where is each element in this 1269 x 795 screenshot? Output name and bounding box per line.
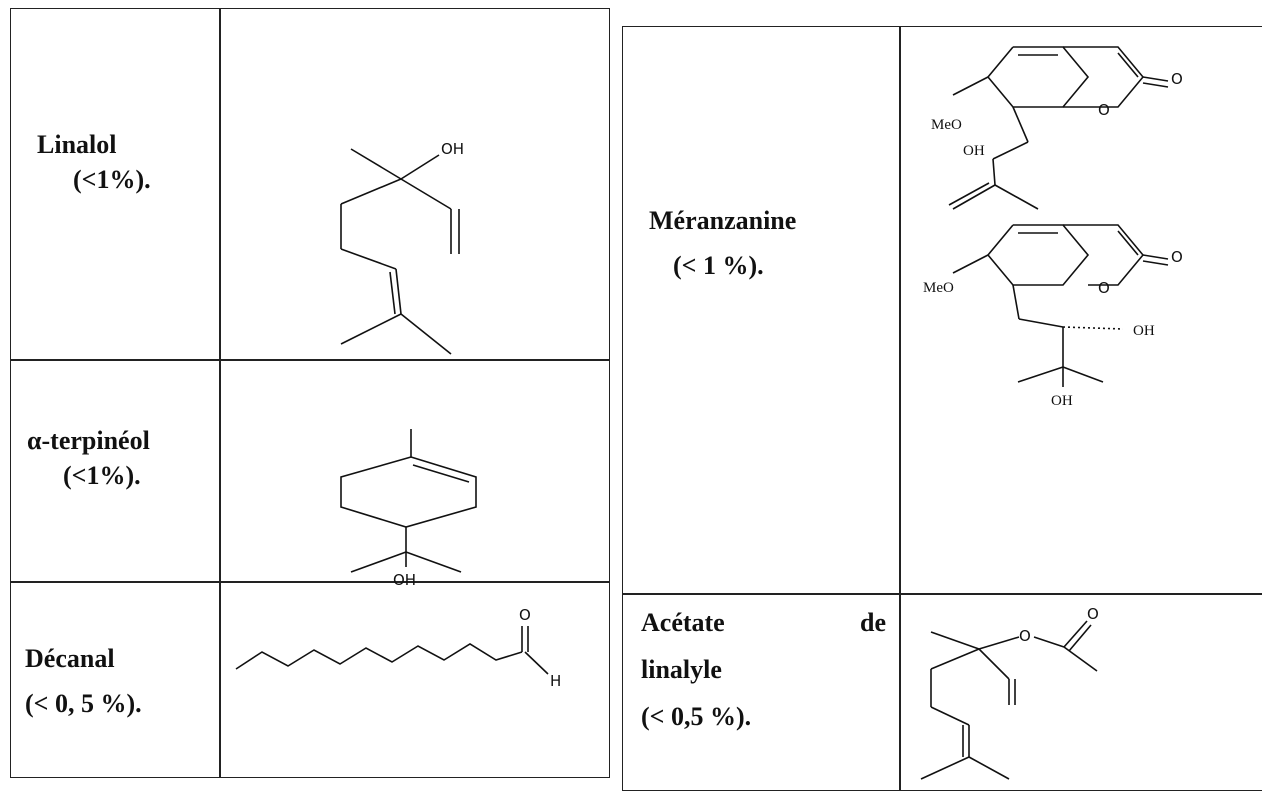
compound-name: α-terpinéol [27,426,150,455]
oh-label: OH [1133,323,1155,339]
compound-name-part-3: linalyle [641,655,722,685]
h-label: H [550,672,561,690]
compound-name-linalyl-acetate: Acétate de linalyle (< 0,5 %). [641,605,886,734]
compound-name-line-1: Acétate de [641,605,886,640]
oh-label: OH [393,571,416,589]
ring-o-label: O [1098,279,1110,297]
alpha-terpineol-structure: OH [340,429,477,589]
compound-name-part-1: Acétate [641,608,725,637]
right-table-column-divider [899,27,901,790]
left-table-row-divider-1 [11,359,609,361]
compound-name: Linalol [37,130,117,159]
compound-name-alpha-terpineol: α-terpinéol (<1%). [27,423,150,493]
compound-percent: (< 1 %). [673,251,764,281]
linalyl-acetate-structure: O O [920,605,1099,780]
carbonyl-o-label: O [1171,70,1183,88]
right-table: Méranzanine (< 1 %). O O MeO OH O O MeO [622,26,1262,791]
compound-percent: (< 0,5 %). [641,702,752,732]
compound-name: Décanal [25,644,115,673]
carbonyl-o-label: O [1171,248,1183,266]
compound-percent: (< 0, 5 %). [25,689,142,719]
compound-percent: (<1%). [73,165,151,195]
ring-o-label: O [1098,101,1110,119]
compound-percent: (<1%). [63,461,141,491]
oh-label: OH [441,140,464,158]
oh-label: OH [963,143,985,159]
linalol-structure: OH [340,140,464,355]
left-table-row-divider-2 [11,581,609,583]
meo-label: MeO [923,280,954,296]
compound-name-meranzanine: Méranzanine (< 1 %). [649,203,796,283]
o-label: O [519,606,531,624]
ester-o-label: O [1019,627,1031,645]
oh-label: OH [1051,393,1073,409]
decanal-structure: O H [235,606,561,690]
compound-name: Méranzanine [649,206,797,235]
compound-name-decanal: Décanal (< 0, 5 %). [25,641,142,721]
left-table: Linalol (<1%). OH α-terpinéol (<1%). OH … [10,8,610,778]
meo-label: MeO [931,117,962,133]
left-table-column-divider [219,9,221,777]
compound-name-part-2: de [860,608,886,637]
compound-name-linalol: Linalol (<1%). [37,127,151,197]
carbonyl-o-label: O [1087,605,1099,623]
meranzanine-structures: O O MeO OH O O MeO OH OH [923,46,1183,409]
right-table-row-divider [623,593,1262,595]
